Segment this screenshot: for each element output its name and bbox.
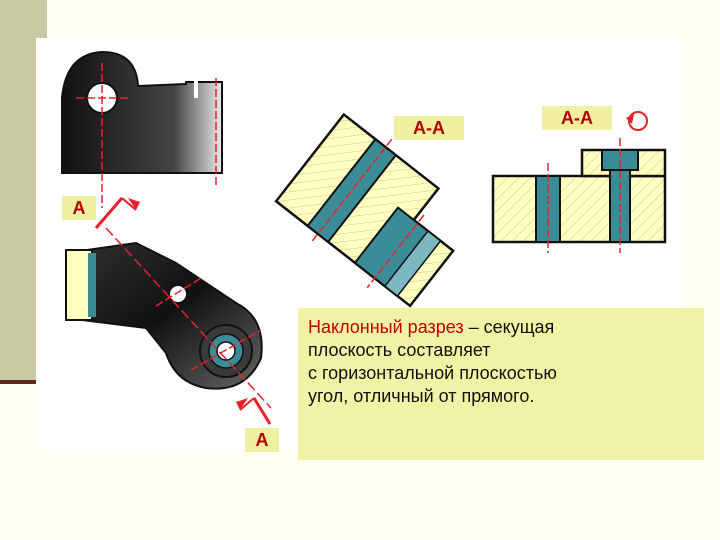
inclined-section-view	[274, 112, 455, 308]
section-label-right: А-А	[542, 106, 612, 130]
caption-line-2: плоскость составляет	[308, 340, 491, 360]
top-view-part	[61, 50, 223, 208]
caption-term: Наклонный разрез	[308, 317, 464, 337]
technical-drawing	[61, 50, 667, 425]
decorative-rule	[0, 380, 40, 384]
cut-arrow-top	[94, 197, 140, 229]
section-label-middle: А-А	[394, 116, 464, 140]
cut-label-bottom: А	[245, 428, 279, 452]
caption-line-1-rest: – секущая	[463, 317, 555, 337]
bottom-view-part	[65, 227, 272, 409]
right-section-view	[491, 111, 667, 253]
caption-line-1: Наклонный разрез – секущая	[308, 316, 694, 339]
cut-arrow-bottom	[236, 397, 272, 425]
definition-caption: Наклонный разрез – секущая плоскость сос…	[298, 308, 704, 460]
caption-line-3: с горизонтальной плоскостью	[308, 363, 557, 383]
cut-label-top: А	[62, 196, 96, 220]
caption-line-4: угол, отличный от прямого.	[308, 386, 535, 406]
